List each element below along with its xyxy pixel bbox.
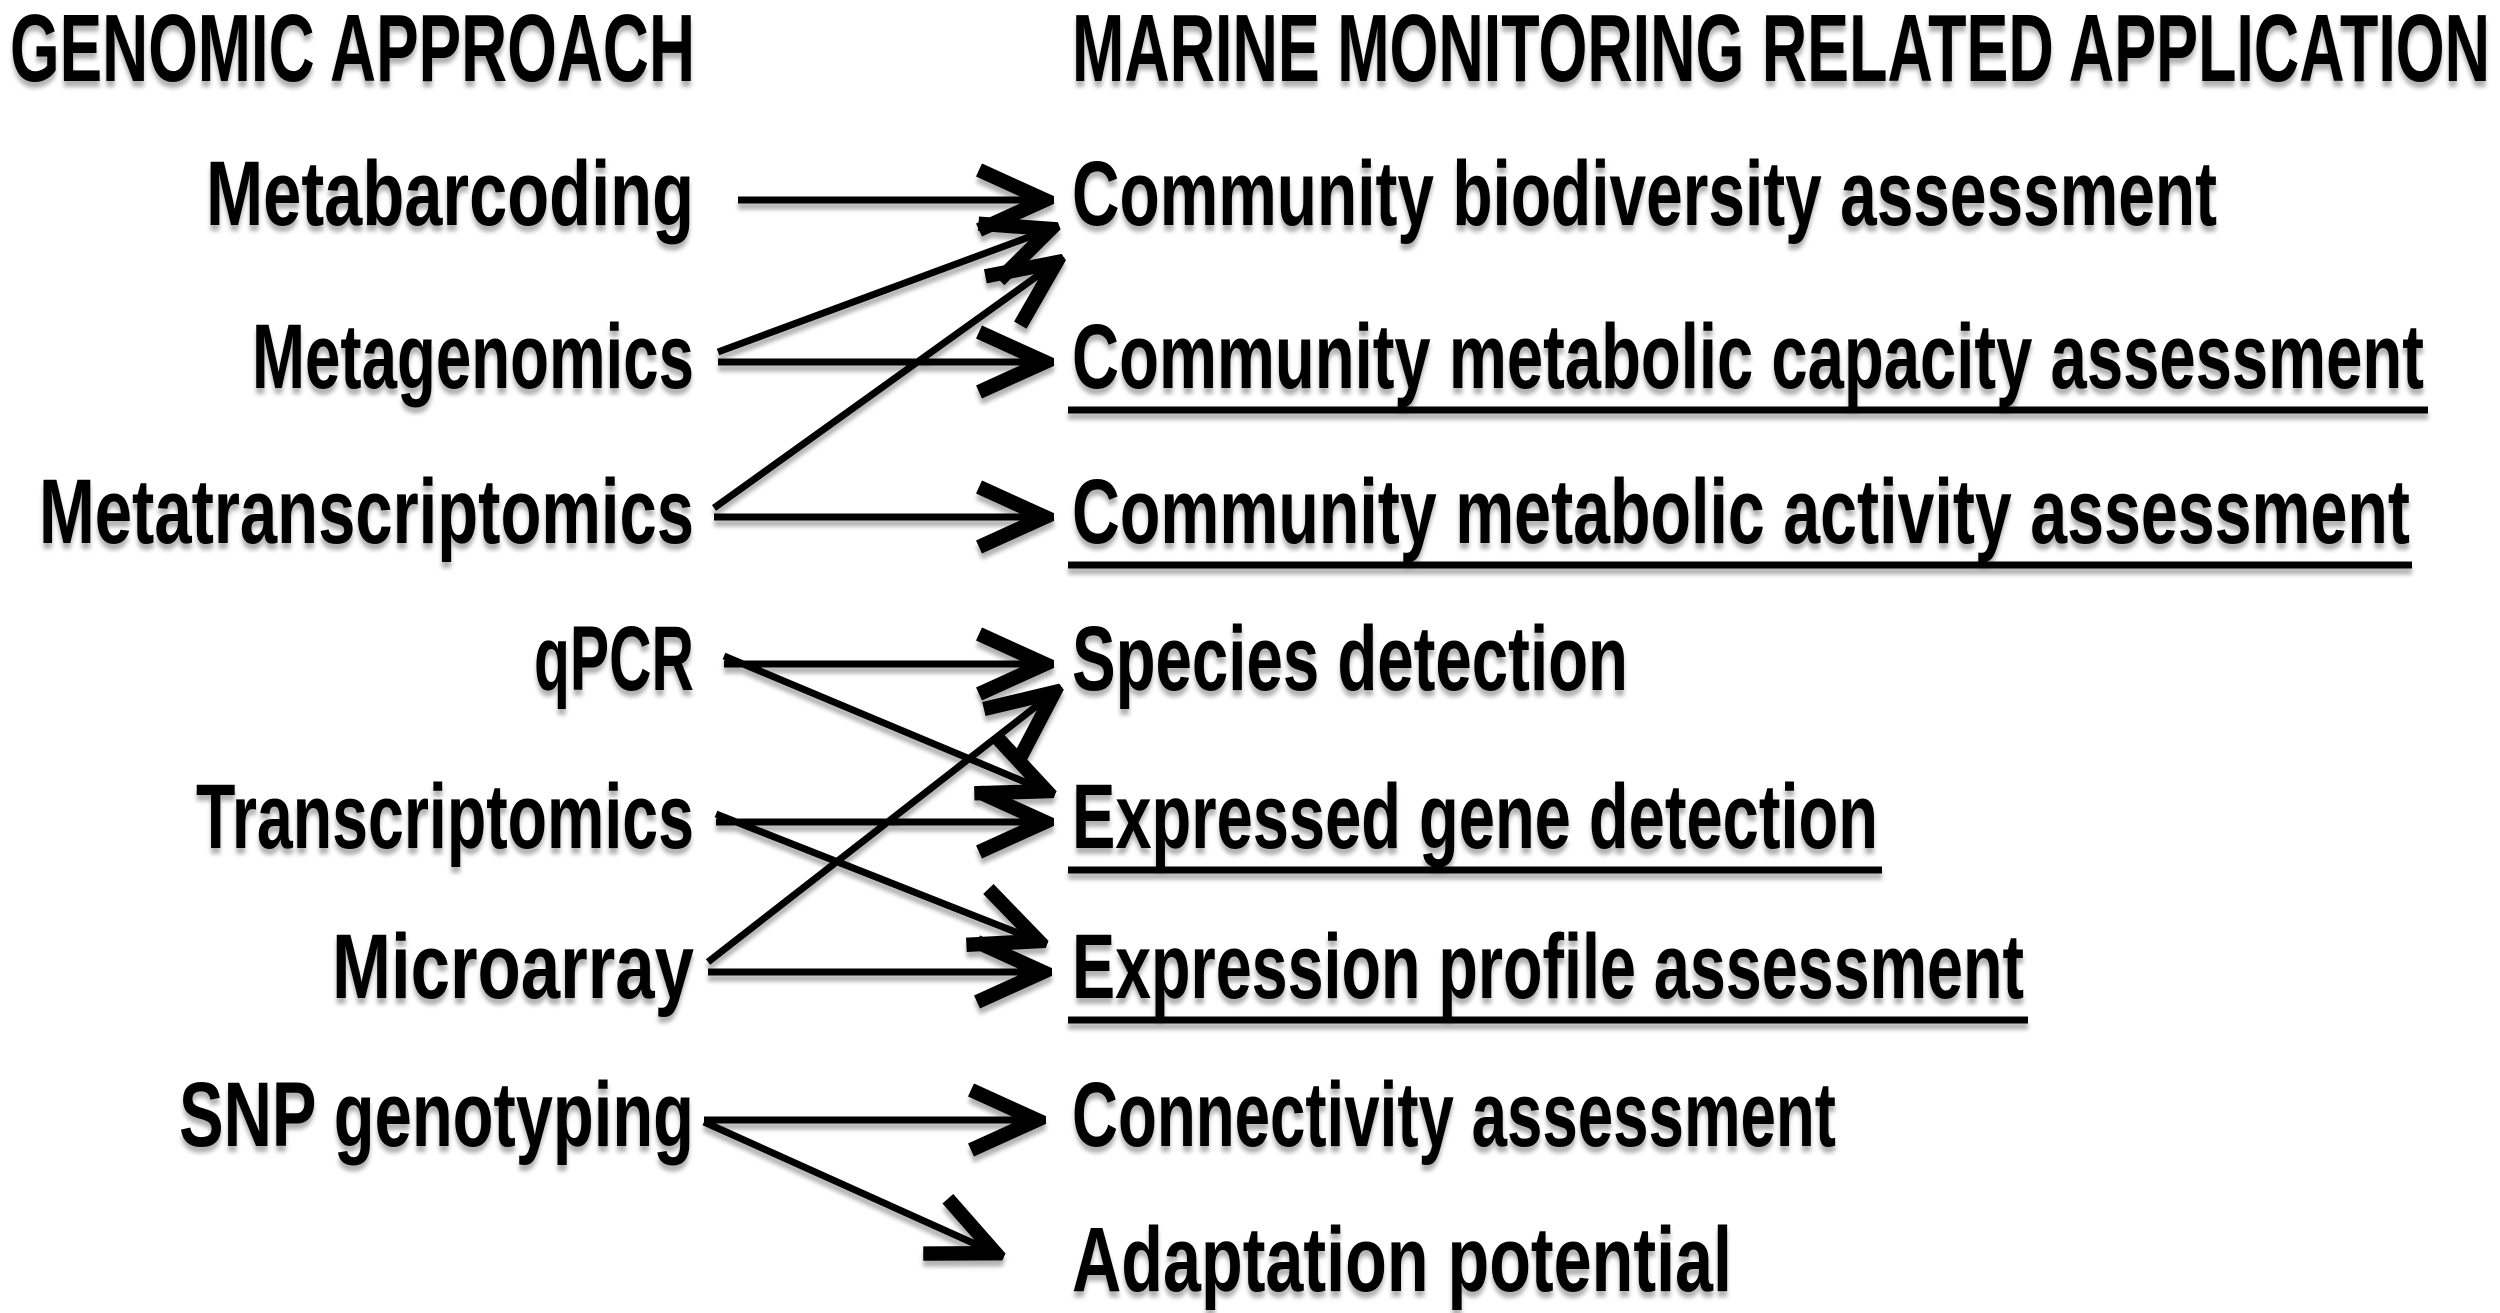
arrow-qpcr-to-expressed-gene-detection <box>722 652 1044 790</box>
application-adaptation-potential: Adaptation potential <box>1072 1209 1732 1311</box>
arrow-snp-genotyping-to-adaptation-potential <box>702 1118 993 1252</box>
application-community-biodiversity-assessment: Community biodiversity assessment <box>1072 143 2217 245</box>
right-column-header: MARINE MONITORING RELATED APPLICATION <box>1072 0 2490 102</box>
approach-metabarcoding: Metabarcoding <box>206 143 694 245</box>
approach-transcriptomics: Transcriptomics <box>196 766 694 868</box>
application-community-metabolic-capacity-assessment: Community metabolic capacity assessment <box>1072 306 2424 408</box>
application-expressed-gene-detection: Expressed gene detection <box>1072 766 1878 868</box>
approach-qpcr: qPCR <box>534 608 694 710</box>
application-species-detection: Species detection <box>1072 608 1628 710</box>
approach-metatranscriptomics: Metatranscriptomics <box>39 461 694 563</box>
application-expression-profile-assessment: Expression profile assessment <box>1072 916 2024 1018</box>
left-column-header: GENOMIC APPROACH <box>10 0 695 102</box>
application-community-metabolic-activity-assessment: Community metabolic activity assessment <box>1072 461 2410 563</box>
arrow-transcriptomics-to-expression-profile <box>714 810 1036 940</box>
approach-snp-genotyping: SNP genotyping <box>179 1064 694 1166</box>
arrow-microarray-to-species-detection <box>705 694 1052 965</box>
arrow-metagenomics-to-community-biodiversity <box>716 230 1048 356</box>
arrow-metatranscriptomics-to-community-biodiversity <box>711 264 1054 511</box>
diagram-content: GENOMIC APPROACH MARINE MONITORING RELAT… <box>10 0 2490 1311</box>
application-connectivity-assessment: Connectivity assessment <box>1072 1064 1836 1166</box>
approach-microarray: Microarray <box>332 916 694 1018</box>
approach-metagenomics: Metagenomics <box>252 306 694 408</box>
